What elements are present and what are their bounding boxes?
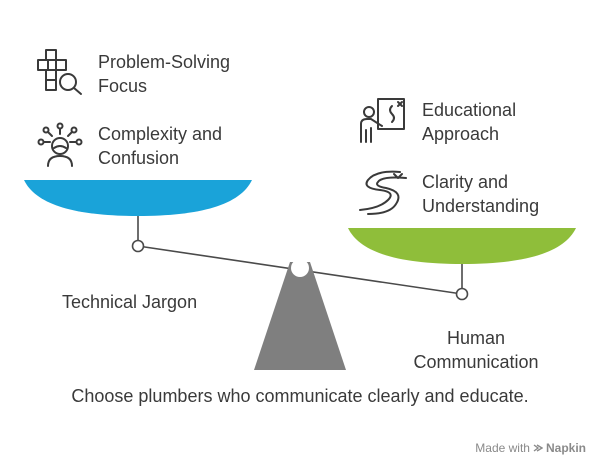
confused-person-icon bbox=[37, 122, 83, 167]
fulcrum bbox=[254, 262, 346, 370]
footer: Made with Napkin bbox=[475, 441, 586, 455]
left-side-label: Technical Jargon bbox=[62, 292, 198, 312]
right-item-1-label: Educational Approach bbox=[422, 100, 517, 144]
teacher-board-icon bbox=[360, 98, 405, 143]
left-item-2-label: Complexity and Confusion bbox=[98, 124, 223, 168]
footer-brand: Napkin bbox=[545, 441, 586, 455]
napkin-logo-icon bbox=[533, 444, 543, 452]
right-side-label: Human Communication bbox=[413, 328, 539, 372]
left-pan bbox=[24, 180, 252, 216]
right-pan bbox=[348, 228, 576, 264]
right-item-2-label: Clarity and Understanding bbox=[422, 172, 540, 216]
left-item-1-label: Problem-Solving Focus bbox=[98, 52, 231, 96]
winding-road-icon bbox=[359, 170, 407, 215]
puzzle-magnifier-icon bbox=[37, 49, 82, 95]
fulcrum-pivot bbox=[291, 259, 309, 277]
caption: Choose plumbers who communicate clearly … bbox=[71, 386, 529, 406]
footer-prefix: Made with bbox=[475, 441, 530, 455]
left-pivot bbox=[131, 239, 145, 253]
right-pivot bbox=[455, 287, 469, 301]
